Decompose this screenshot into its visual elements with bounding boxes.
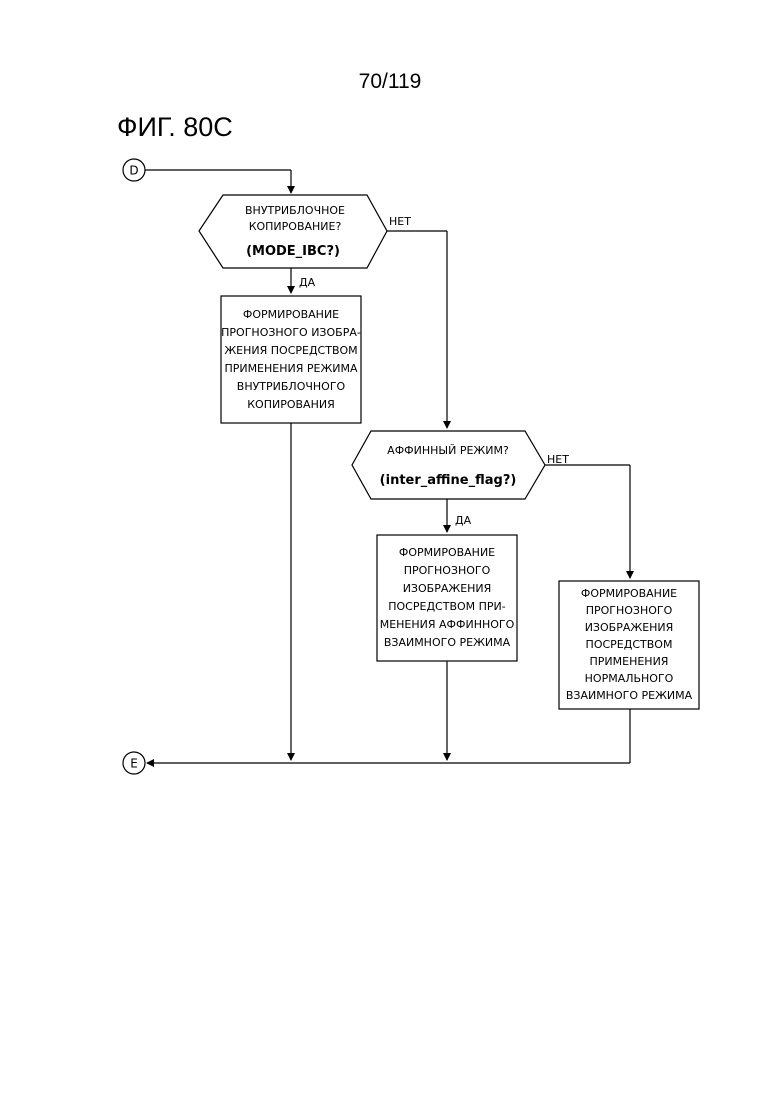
connector-d-label: D — [129, 164, 138, 178]
process-affine-line-6: ВЗАИМНОГО РЕЖИМА — [384, 636, 511, 649]
process-affine-line-2: ПРОГНОЗНОГО — [404, 564, 491, 577]
decision-affine-yes-label: ДА — [455, 514, 472, 527]
process-ibc-line-2: ПРОГНОЗНОГО ИЗОБРА- — [221, 326, 361, 339]
process-ibc-line-1: ФОРМИРОВАНИЕ — [243, 308, 339, 321]
decision-affine-line-1: АФФИННЫЙ РЕЖИМ? — [387, 444, 509, 457]
connector-e-label: E — [130, 757, 138, 771]
decision-ibc-no-label: НЕТ — [389, 215, 411, 228]
process-normal-line-1: ФОРМИРОВАНИЕ — [581, 587, 677, 600]
process-ibc-line-3: ЖЕНИЯ ПОСРЕДСТВОМ — [224, 344, 357, 357]
decision-affine-hexagon — [352, 431, 545, 499]
process-affine-line-4: ПОСРЕДСТВОМ ПРИ- — [388, 600, 506, 613]
process-normal-line-4: ПОСРЕДСТВОМ — [586, 638, 673, 651]
process-ibc-line-6: КОПИРОВАНИЯ — [247, 398, 334, 411]
process-normal-line-2: ПРОГНОЗНОГО — [586, 604, 673, 617]
process-normal-line-7: ВЗАИМНОГО РЕЖИМА — [566, 689, 693, 702]
decision-ibc-code: (MODE_IBC?) — [246, 244, 340, 259]
decision-ibc-line-1: ВНУТРИБЛОЧНОЕ — [245, 204, 345, 217]
process-normal-line-6: НОРМАЛЬНОГО — [585, 672, 674, 685]
process-normal-line-5: ПРИМЕНЕНИЯ — [590, 655, 669, 668]
decision-affine-code: (inter_affine_flag?) — [380, 473, 517, 488]
process-affine-line-3: ИЗОБРАЖЕНИЯ — [403, 582, 492, 595]
process-ibc-line-4: ПРИМЕНЕНИЯ РЕЖИМА — [224, 362, 358, 375]
decision-affine-no-label: НЕТ — [547, 453, 569, 466]
decision-ibc-yes-label: ДА — [299, 276, 316, 289]
decision-ibc-line-2: КОПИРОВАНИЕ? — [249, 220, 342, 233]
process-affine-line-1: ФОРМИРОВАНИЕ — [399, 546, 495, 559]
process-ibc-line-5: ВНУТРИБЛОЧНОГО — [237, 380, 346, 393]
process-normal-line-3: ИЗОБРАЖЕНИЯ — [585, 621, 674, 634]
process-affine-line-5: МЕНЕНИЯ АФФИННОГО — [380, 618, 515, 631]
